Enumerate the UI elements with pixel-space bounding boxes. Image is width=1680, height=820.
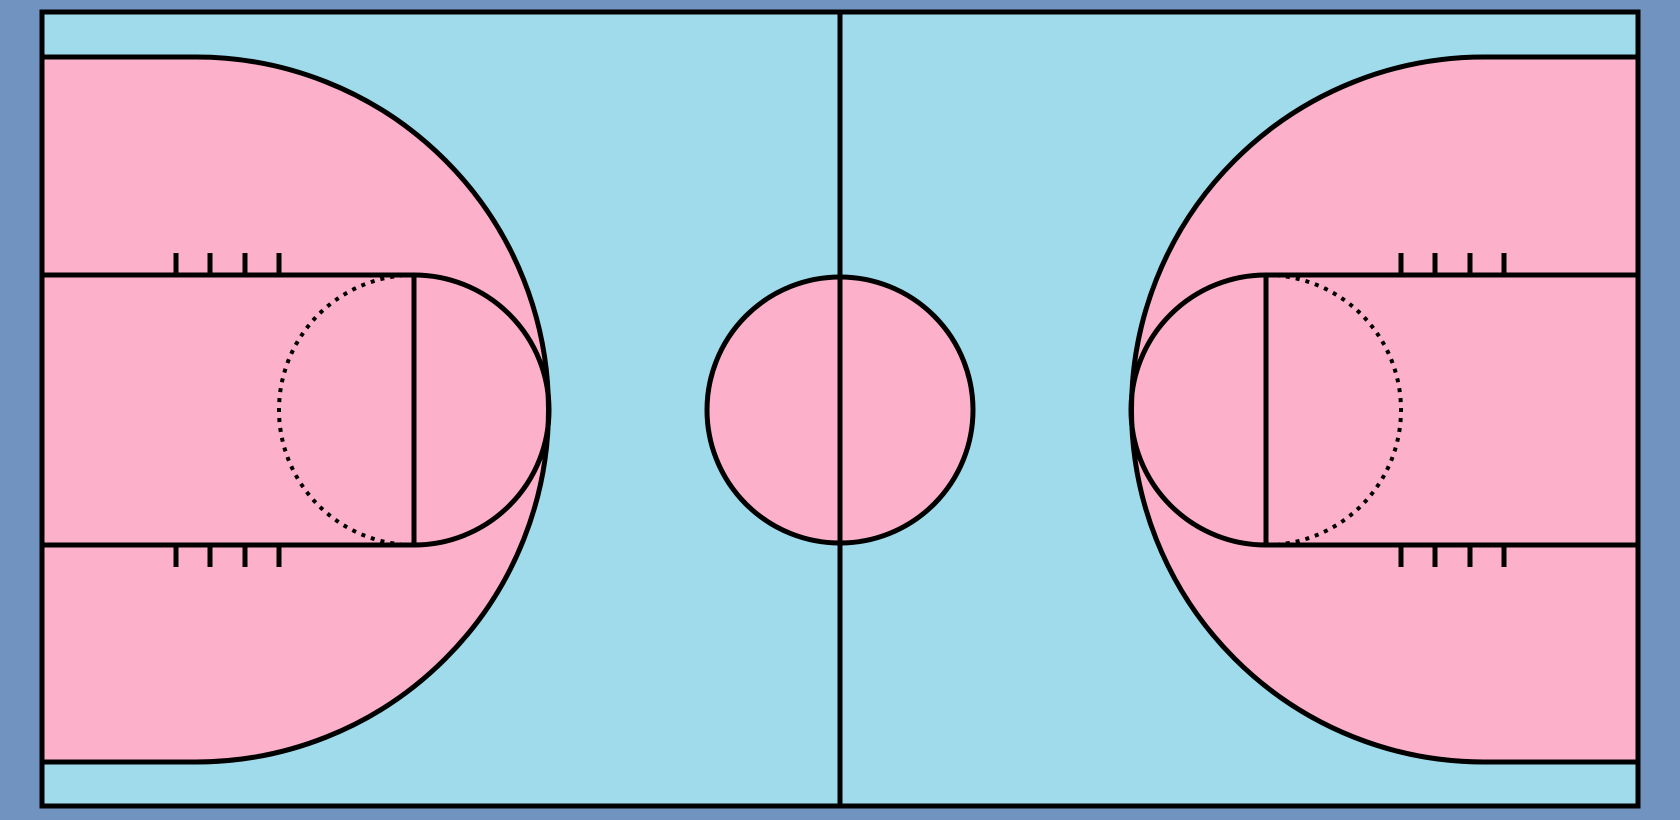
left-lane-hash-marks xyxy=(173,253,282,567)
right-lane-hash-marks xyxy=(1398,253,1507,567)
left-free-throw-arc xyxy=(413,272,552,548)
left-free-throw-dashed-arc xyxy=(277,273,415,547)
right-free-throw-arc xyxy=(1128,272,1267,548)
center-circle xyxy=(704,274,976,546)
right-free-throw-dashed-arc xyxy=(1265,273,1403,547)
